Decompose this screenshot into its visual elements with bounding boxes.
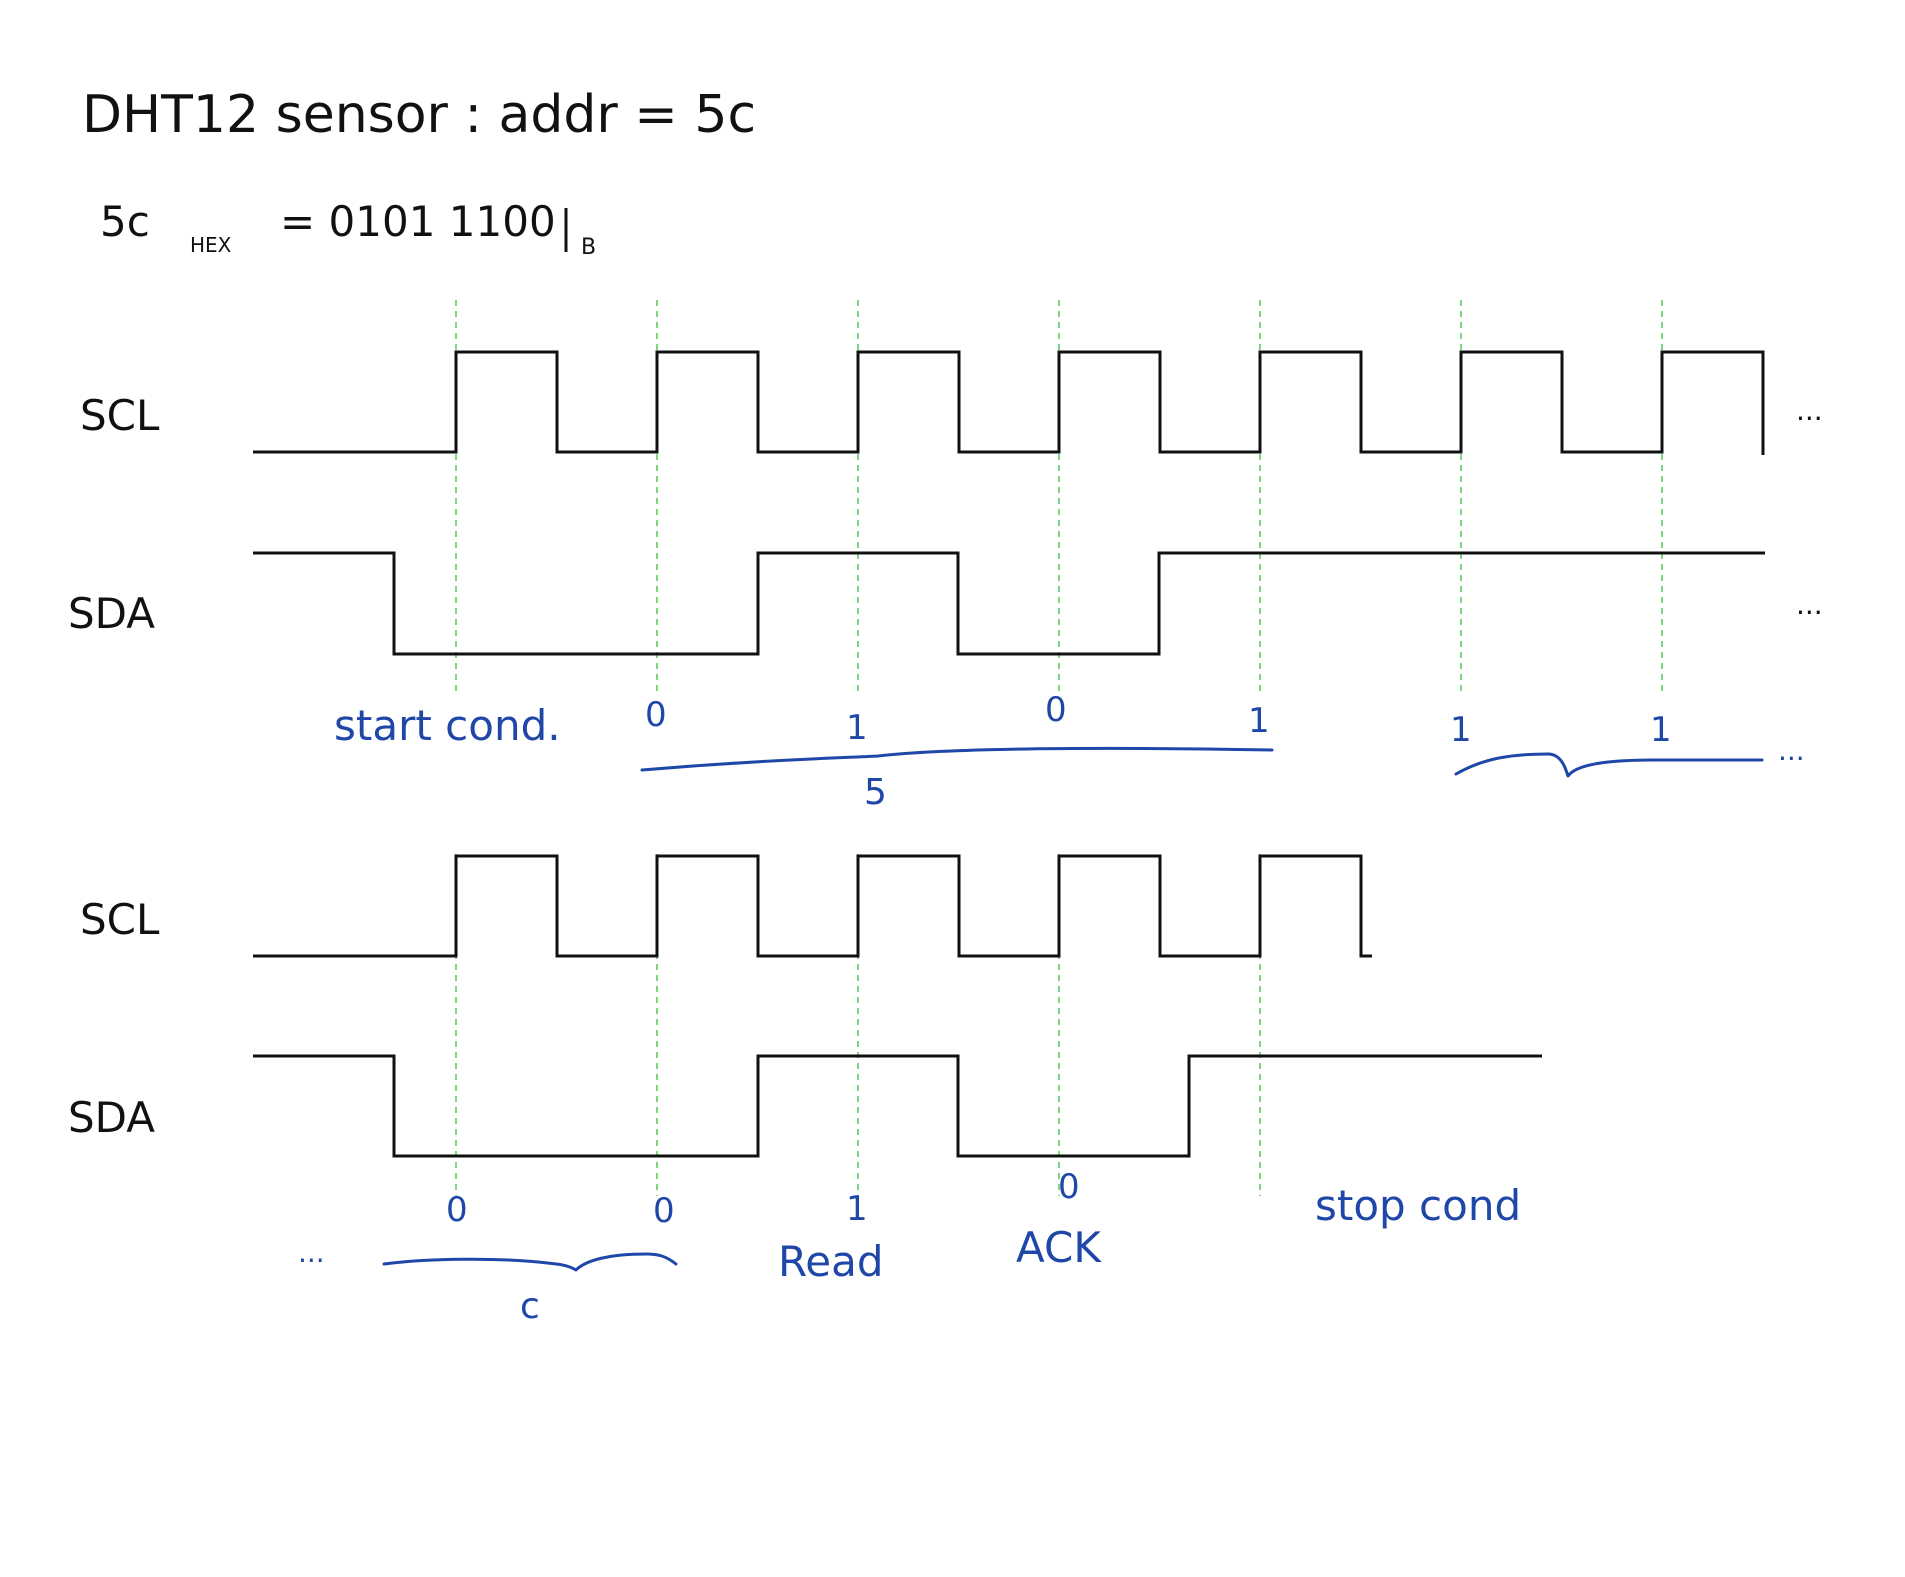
subtitle-hex-subscript: HEX [190,233,232,257]
upper-bit-label-2: 1 [846,708,868,748]
upper-bit-label-1: 0 [645,695,667,735]
lower-sda-label: SDA [68,1093,155,1142]
upper-bit-label-6: 1 [1650,710,1672,750]
upper-bit-label-4: 1 [1248,701,1270,741]
lower-scl-label: SCL [80,895,160,944]
ack-label: ACK [1016,1223,1102,1272]
upper-label-start-condition: start cond. [334,701,561,750]
upper-bit-label-5: 1 [1450,710,1472,750]
title-note: DHT12 sensor : addr = 5c [82,85,756,145]
lower-sda-waveform [253,1054,1542,1158]
lower-stop-condition-label: stop cond [1315,1181,1521,1230]
upper-sda-waveform [253,551,1765,656]
lower-brace-label: c [520,1286,540,1327]
lower-bit-label-1: 0 [446,1190,468,1230]
upper-brace-label: 5 [864,772,887,813]
upper-nibble-brace [640,746,1274,772]
upper-sda-label: SDA [68,589,155,638]
lower-leading-dots: ... [298,1236,325,1269]
upper-scl-label: SCL [80,391,160,440]
subtitle-hex-value: 5c [100,197,150,246]
lower-scl-waveform [253,854,1372,958]
subtitle-binary-value: = 0101 1100 [280,197,556,246]
upper-scl-continuation: ... [1796,394,1823,427]
upper-scl-waveform [253,350,1765,455]
lower-bit-label-2: 0 [653,1191,675,1231]
upper-second-brace [1454,752,1764,778]
lower-bit-label-3: 1 [846,1189,868,1229]
lower-nibble-brace [382,1252,678,1272]
upper-sda-continuation: ... [1796,588,1823,621]
upper-bit-label-3: 0 [1045,690,1067,730]
lower-bit-label-4: 0 [1058,1167,1080,1207]
read-label: Read [778,1237,884,1286]
subtitle-binary-subscript: B [581,235,596,260]
upper-brace-continuation: ... [1778,734,1805,767]
